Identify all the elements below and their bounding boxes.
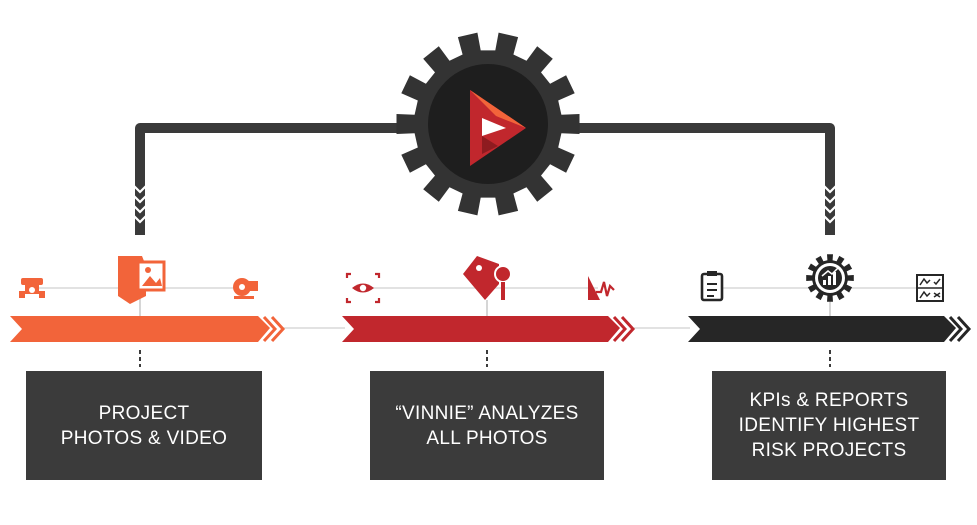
left-pipe-chevrons: [133, 185, 147, 224]
photo-device-icon: [118, 256, 166, 304]
right-pipe-chevrons: [823, 185, 837, 224]
box-kpis-reports: KPIs & REPORTS IDENTIFY HIGHEST RISK PRO…: [712, 371, 946, 480]
box-project-line1: PROJECT: [98, 402, 190, 424]
box-project-photos: PROJECT PHOTOS & VIDEO: [26, 371, 262, 480]
right-pipe: [560, 123, 835, 235]
logo-gear-icon: [396, 32, 580, 216]
stage-stems: [139, 296, 831, 316]
camera-icon: [233, 278, 258, 299]
connector-pipes: [135, 123, 835, 235]
clipboard-icon: [700, 271, 724, 302]
stage-arrow-project: [10, 315, 286, 343]
eye-scan-icon: [345, 272, 381, 304]
analytics-gear-icon: [806, 254, 854, 302]
drone-icon: [19, 278, 45, 298]
report-checklist-icon: [916, 274, 944, 302]
box-kpis-line1: KPIs & REPORTS: [749, 390, 909, 411]
stage-arrow-vinnie: [342, 315, 636, 343]
box-kpis-line3: RISK PROJECTS: [751, 440, 907, 461]
stage-arrow-kpis: [688, 315, 972, 343]
box-kpis-line2: IDENTIFY HIGHEST: [738, 415, 920, 436]
box-vinnie-analyzes: “VINNIE” ANALYZES ALL PHOTOS: [370, 371, 604, 480]
left-pipe: [135, 123, 420, 235]
hazard-wave-icon: [588, 276, 615, 300]
box-vinnie-line1: “VINNIE” ANALYZES: [395, 402, 579, 424]
tag-pin-icon: [463, 256, 512, 300]
box-project-line2: PHOTOS & VIDEO: [60, 427, 228, 449]
box-links: [139, 350, 831, 367]
box-vinnie-line2: ALL PHOTOS: [426, 427, 548, 449]
